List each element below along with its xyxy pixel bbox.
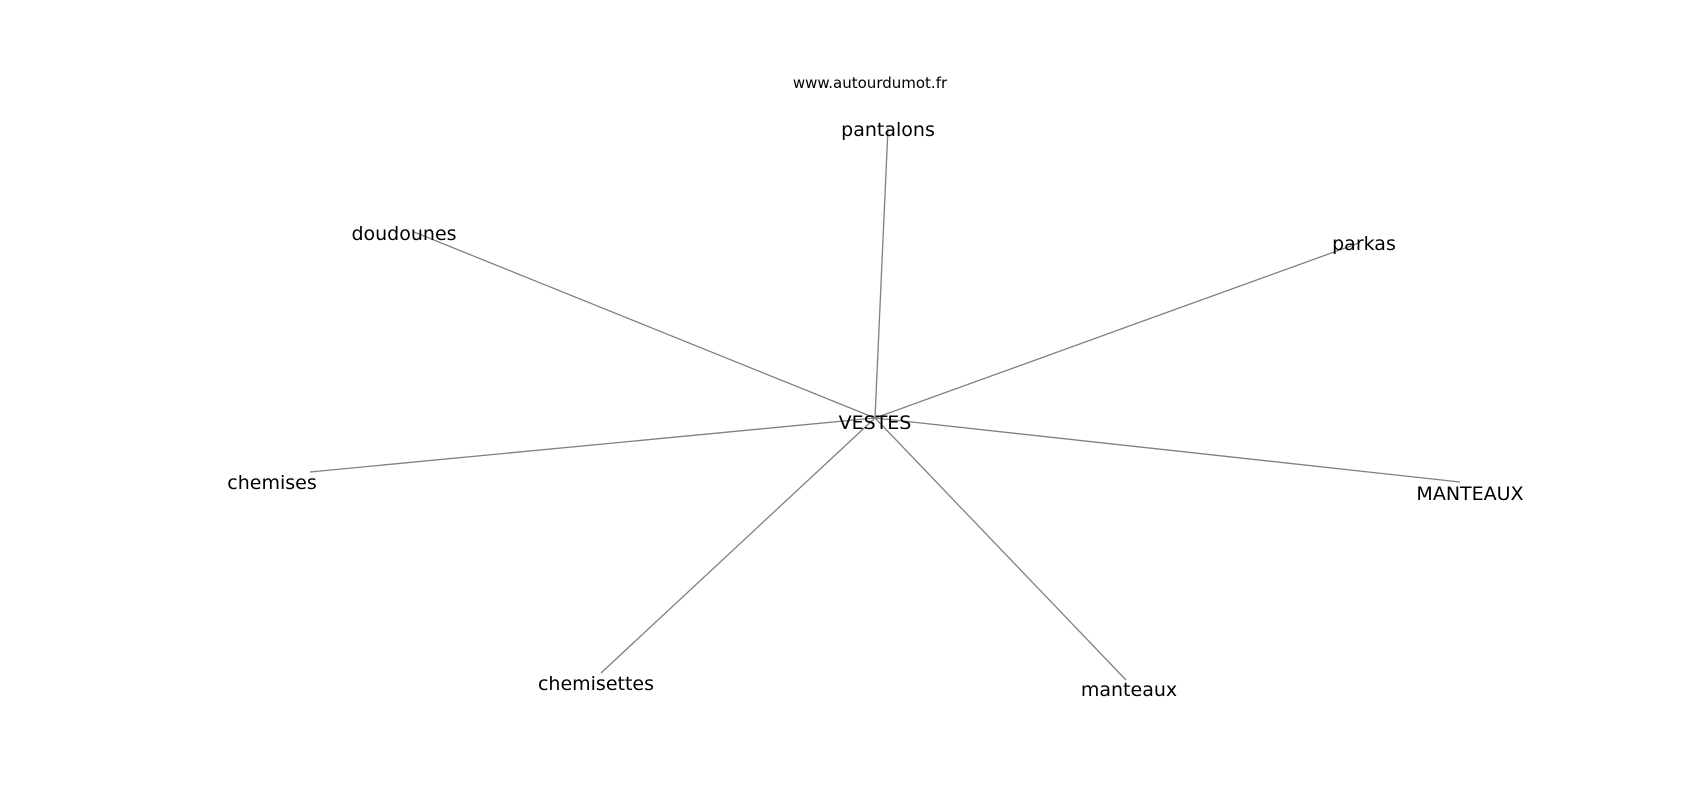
graph-edges (309, 127, 1461, 681)
edge-manteaux-upper (874, 417, 1461, 483)
edge-parkas (874, 242, 1360, 419)
node-label-pantalons[interactable]: pantalons (841, 119, 935, 141)
edge-chemisettes (600, 417, 876, 674)
node-label-parkas[interactable]: parkas (1332, 233, 1396, 255)
node-label-manteaux[interactable]: manteaux (1081, 679, 1177, 701)
edge-doudounes (413, 231, 876, 419)
edge-pantalons (874, 127, 889, 419)
node-label-manteaux-upper[interactable]: MANTEAUX (1416, 483, 1523, 505)
edge-chemises (309, 417, 876, 473)
source-watermark: www.autourdumot.fr (793, 74, 948, 92)
node-center-label[interactable]: VESTES (839, 412, 912, 434)
edge-manteaux (874, 417, 1127, 681)
node-label-doudounes[interactable]: doudounes (351, 223, 456, 245)
node-label-chemises[interactable]: chemises (227, 472, 316, 494)
node-label-chemisettes[interactable]: chemisettes (538, 673, 654, 695)
